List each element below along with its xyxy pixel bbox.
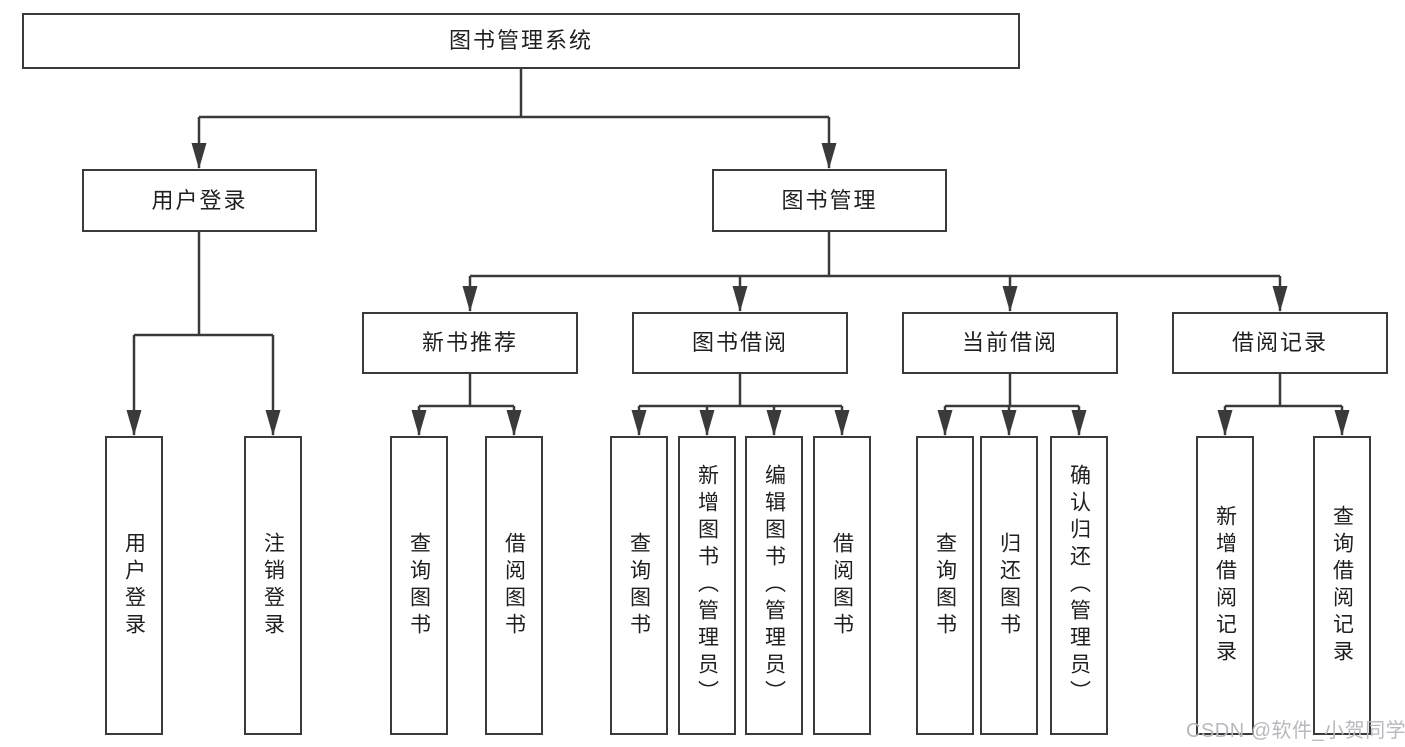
leaf-query-borrow-record-label: 查询借阅记录 — [1330, 504, 1354, 667]
leaf-edit-book-admin-label: 编辑图书（管理员） — [762, 464, 786, 707]
leaf-query-book-borrow-label: 查询图书 — [627, 531, 651, 640]
leaf-logout-label: 注销登录 — [261, 531, 285, 640]
node-book-borrow-label: 图书借阅 — [691, 330, 788, 355]
leaf-add-borrow-record-label: 新增借阅记录 — [1213, 504, 1237, 667]
leaf-query-book-current: 查询图书 — [916, 436, 974, 735]
connector-rails — [134, 69, 1342, 408]
leaf-borrow-book-label: 借阅图书 — [830, 531, 854, 640]
leaf-confirm-return-admin: 确认归还（管理员） — [1050, 436, 1108, 735]
leaf-return-book: 归还图书 — [980, 436, 1038, 735]
leaf-borrow-book: 借阅图书 — [813, 436, 871, 735]
node-book-management-label: 图书管理 — [781, 187, 878, 213]
leaf-add-book-admin-label: 新增图书（管理员） — [695, 464, 719, 707]
csdn-watermark: CSDN @软件_小贺同学 — [1186, 720, 1405, 742]
leaf-confirm-return-admin-label: 确认归还（管理员） — [1067, 464, 1091, 707]
node-new-book-recommend: 新书推荐 — [362, 312, 578, 374]
leaf-query-book-recommend: 查询图书 — [390, 436, 448, 735]
node-current-borrow: 当前借阅 — [902, 312, 1118, 374]
leaf-query-book-current-label: 查询图书 — [933, 531, 957, 640]
leaf-borrow-book-recommend-label: 借阅图书 — [502, 531, 526, 640]
leaf-add-book-admin: 新增图书（管理员） — [678, 436, 736, 735]
node-book-management: 图书管理 — [712, 169, 947, 232]
node-root: 图书管理系统 — [22, 13, 1020, 69]
leaf-logout: 注销登录 — [244, 436, 302, 735]
node-borrow-records-label: 借阅记录 — [1231, 330, 1328, 355]
leaf-query-book-borrow: 查询图书 — [610, 436, 668, 735]
node-borrow-records: 借阅记录 — [1172, 312, 1388, 374]
node-current-borrow-label: 当前借阅 — [961, 330, 1058, 355]
leaf-borrow-book-recommend: 借阅图书 — [485, 436, 543, 735]
node-root-label: 图书管理系统 — [448, 28, 593, 53]
leaf-add-borrow-record: 新增借阅记录 — [1196, 436, 1254, 735]
leaf-query-book-recommend-label: 查询图书 — [407, 531, 431, 640]
leaf-edit-book-admin: 编辑图书（管理员） — [745, 436, 803, 735]
node-user-login-label: 用户登录 — [151, 187, 248, 213]
node-user-login: 用户登录 — [82, 169, 317, 232]
leaf-query-borrow-record: 查询借阅记录 — [1313, 436, 1371, 735]
leaf-user-login-label: 用户登录 — [122, 531, 146, 640]
node-book-borrow: 图书借阅 — [632, 312, 848, 374]
leaf-return-book-label: 归还图书 — [997, 531, 1021, 640]
node-new-book-recommend-label: 新书推荐 — [421, 330, 518, 355]
leaf-user-login: 用户登录 — [105, 436, 163, 735]
